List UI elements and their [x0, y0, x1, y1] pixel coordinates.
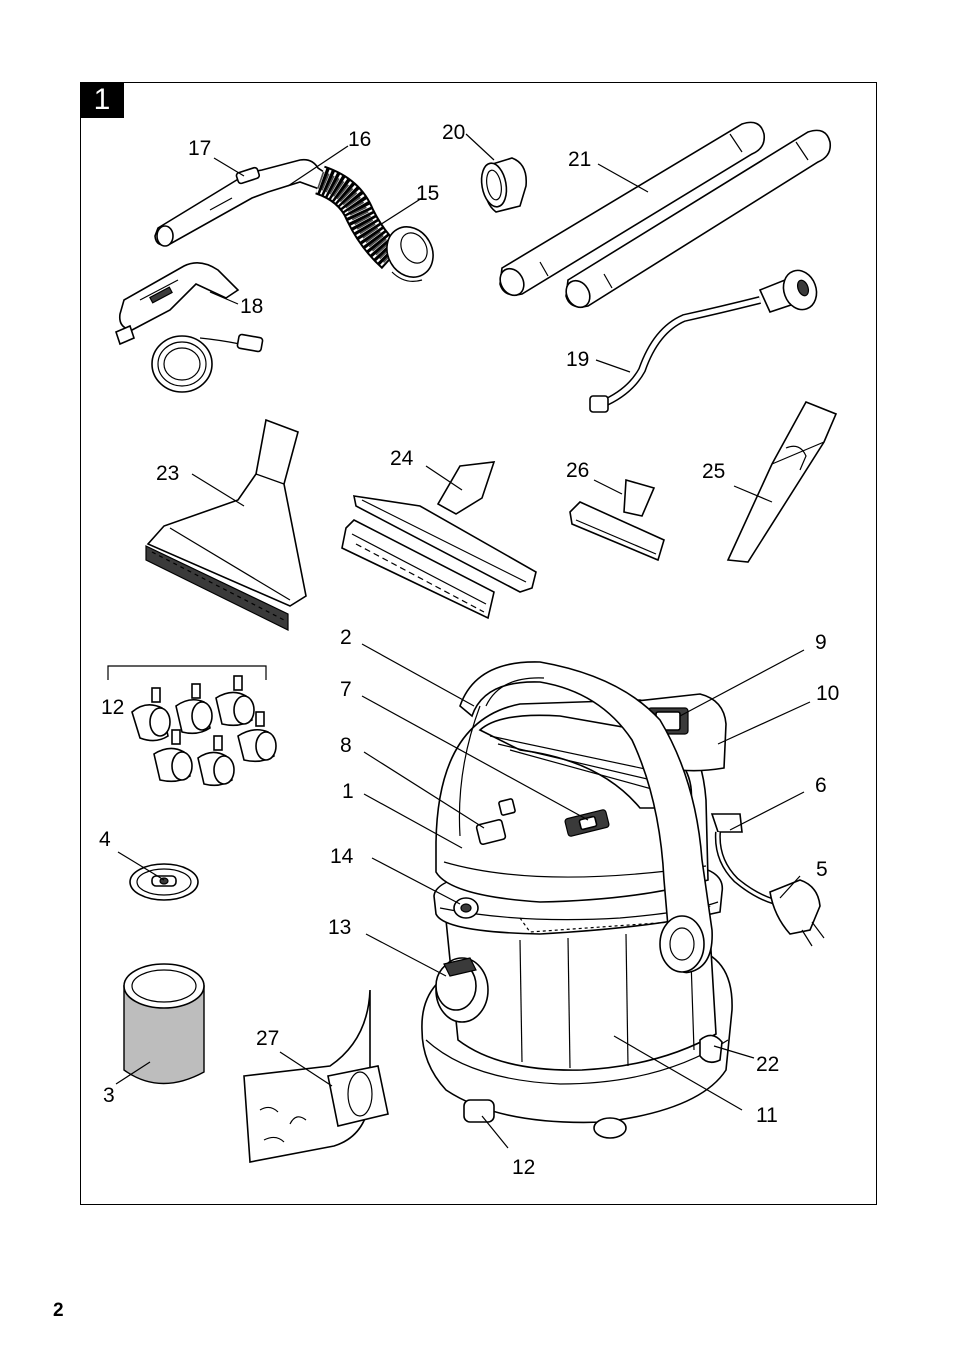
label-14: 14 — [330, 845, 354, 868]
label-21: 21 — [568, 148, 591, 171]
label-10: 10 — [816, 682, 839, 705]
castor-icon — [463, 1099, 495, 1123]
label-26: 26 — [566, 459, 589, 482]
vacuum-cleaner-icon — [421, 661, 825, 1139]
float-icon — [129, 863, 199, 901]
crevice-nozzle-icon — [726, 400, 838, 563]
castor-set-icon — [107, 665, 277, 787]
label-23: 23 — [156, 462, 179, 485]
suction-hose-icon — [314, 165, 434, 282]
label-8: 8 — [340, 734, 352, 757]
label-6: 6 — [815, 774, 827, 797]
leader-lines — [115, 133, 811, 1149]
cartridge-filter-icon — [123, 963, 205, 1085]
label-24: 24 — [390, 447, 414, 470]
suction-tubes-icon — [499, 121, 832, 309]
spray-handle-icon — [115, 262, 264, 393]
adapter-ring-icon — [480, 157, 528, 213]
label-3: 3 — [103, 1084, 115, 1107]
label-27: 27 — [256, 1027, 279, 1050]
label-13: 13 — [328, 916, 351, 939]
mains-plug-icon — [769, 879, 821, 935]
on-off-switch-icon — [475, 818, 507, 846]
label-17: 17 — [188, 137, 211, 160]
floor-nozzle-icon — [341, 461, 537, 620]
label-1: 1 — [342, 780, 354, 803]
label-5: 5 — [816, 858, 828, 881]
label-20: 20 — [442, 121, 465, 144]
label-22: 22 — [756, 1053, 779, 1076]
label-9: 9 — [815, 631, 827, 654]
label-16: 16 — [348, 128, 371, 151]
figure-number-badge: 1 — [80, 82, 124, 118]
label-7: 7 — [340, 678, 352, 701]
container-icon — [445, 899, 717, 1071]
hose-handle-icon — [154, 158, 332, 247]
accessory-holder-icon — [699, 1034, 723, 1064]
filter-bag-icon — [243, 989, 389, 1163]
label-11: 11 — [756, 1104, 778, 1127]
label-18: 18 — [240, 295, 263, 318]
part-labels: 17 16 15 20 21 18 19 23 24 26 25 2 9 10 … — [99, 121, 839, 1179]
label-19: 19 — [566, 348, 589, 371]
figure-frame — [80, 82, 877, 1205]
upholstery-tool-icon — [569, 478, 665, 562]
label-12-castor-set: 12 — [101, 696, 124, 719]
page-number: 2 — [53, 1300, 64, 1321]
upholstery-nozzle-icon — [145, 418, 307, 631]
hose-release-button-icon — [235, 166, 261, 185]
label-25: 25 — [702, 460, 725, 483]
label-2: 2 — [340, 626, 352, 649]
carrying-handle-icon — [459, 661, 713, 974]
cable-hook-icon — [710, 813, 743, 833]
label-12-castor: 12 — [512, 1156, 535, 1179]
label-4: 4 — [99, 828, 111, 851]
spray-hose-icon — [589, 269, 818, 413]
label-15: 15 — [416, 182, 439, 205]
